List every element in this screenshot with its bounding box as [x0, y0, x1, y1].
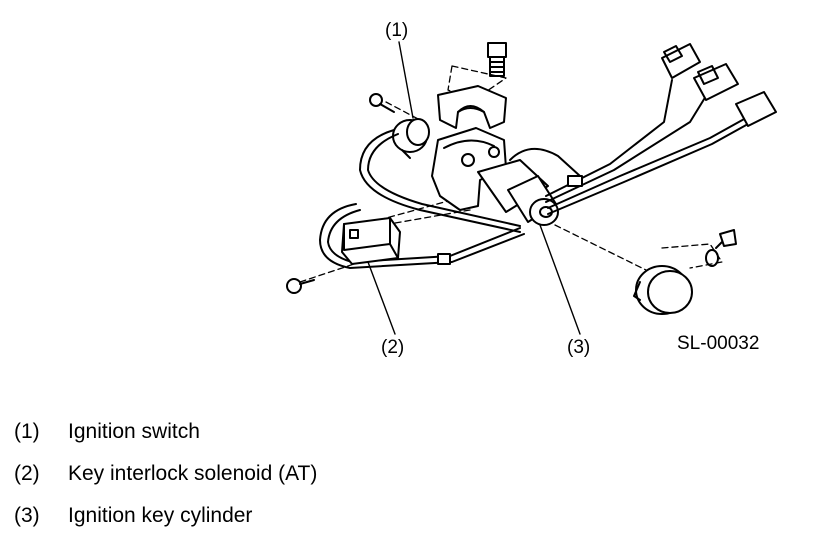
legend-text: Ignition key cylinder [68, 504, 253, 527]
legend-number: (2) [14, 462, 40, 485]
washer-screw-right-icon [705, 229, 737, 267]
ignition-switch-icon [392, 118, 430, 159]
legend-item: (2) Key interlock solenoid (AT) [14, 462, 794, 504]
callout-3: (3) [567, 337, 591, 358]
clamp-upper-icon [437, 85, 507, 129]
bolt-top-icon [487, 42, 507, 77]
callout-2: (2) [381, 337, 405, 358]
legend-item: (1) Ignition switch [14, 420, 794, 462]
figure-id: SL-00032 [677, 333, 760, 354]
connector-1-icon [661, 43, 701, 79]
connector-2-icon [693, 63, 739, 101]
legend-text: Key interlock solenoid (AT) [68, 462, 318, 485]
legend-number: (3) [14, 504, 40, 527]
exploded-diagram: (1) (2) (3) SL-00032 [286, 20, 777, 358]
diagram-drawing [286, 41, 777, 335]
screw-bottom-icon [286, 278, 315, 294]
wire-harness-icon [319, 79, 749, 269]
legend-item: (3) Ignition key cylinder [14, 504, 794, 546]
legend-text: Ignition switch [68, 420, 200, 443]
key-interlock-solenoid-icon [341, 217, 401, 265]
key-cylinder-icon [507, 175, 559, 226]
connector-3-icon [735, 91, 777, 127]
parts-legend: (1) Ignition switch (2) Key interlock so… [14, 420, 794, 546]
steering-lock-body-icon [431, 127, 549, 213]
screw-left-icon [369, 93, 395, 113]
leader-lines [367, 41, 581, 335]
legend-number: (1) [14, 420, 40, 443]
callout-1: (1) [385, 20, 409, 41]
cylinder-cover-icon [633, 265, 693, 315]
